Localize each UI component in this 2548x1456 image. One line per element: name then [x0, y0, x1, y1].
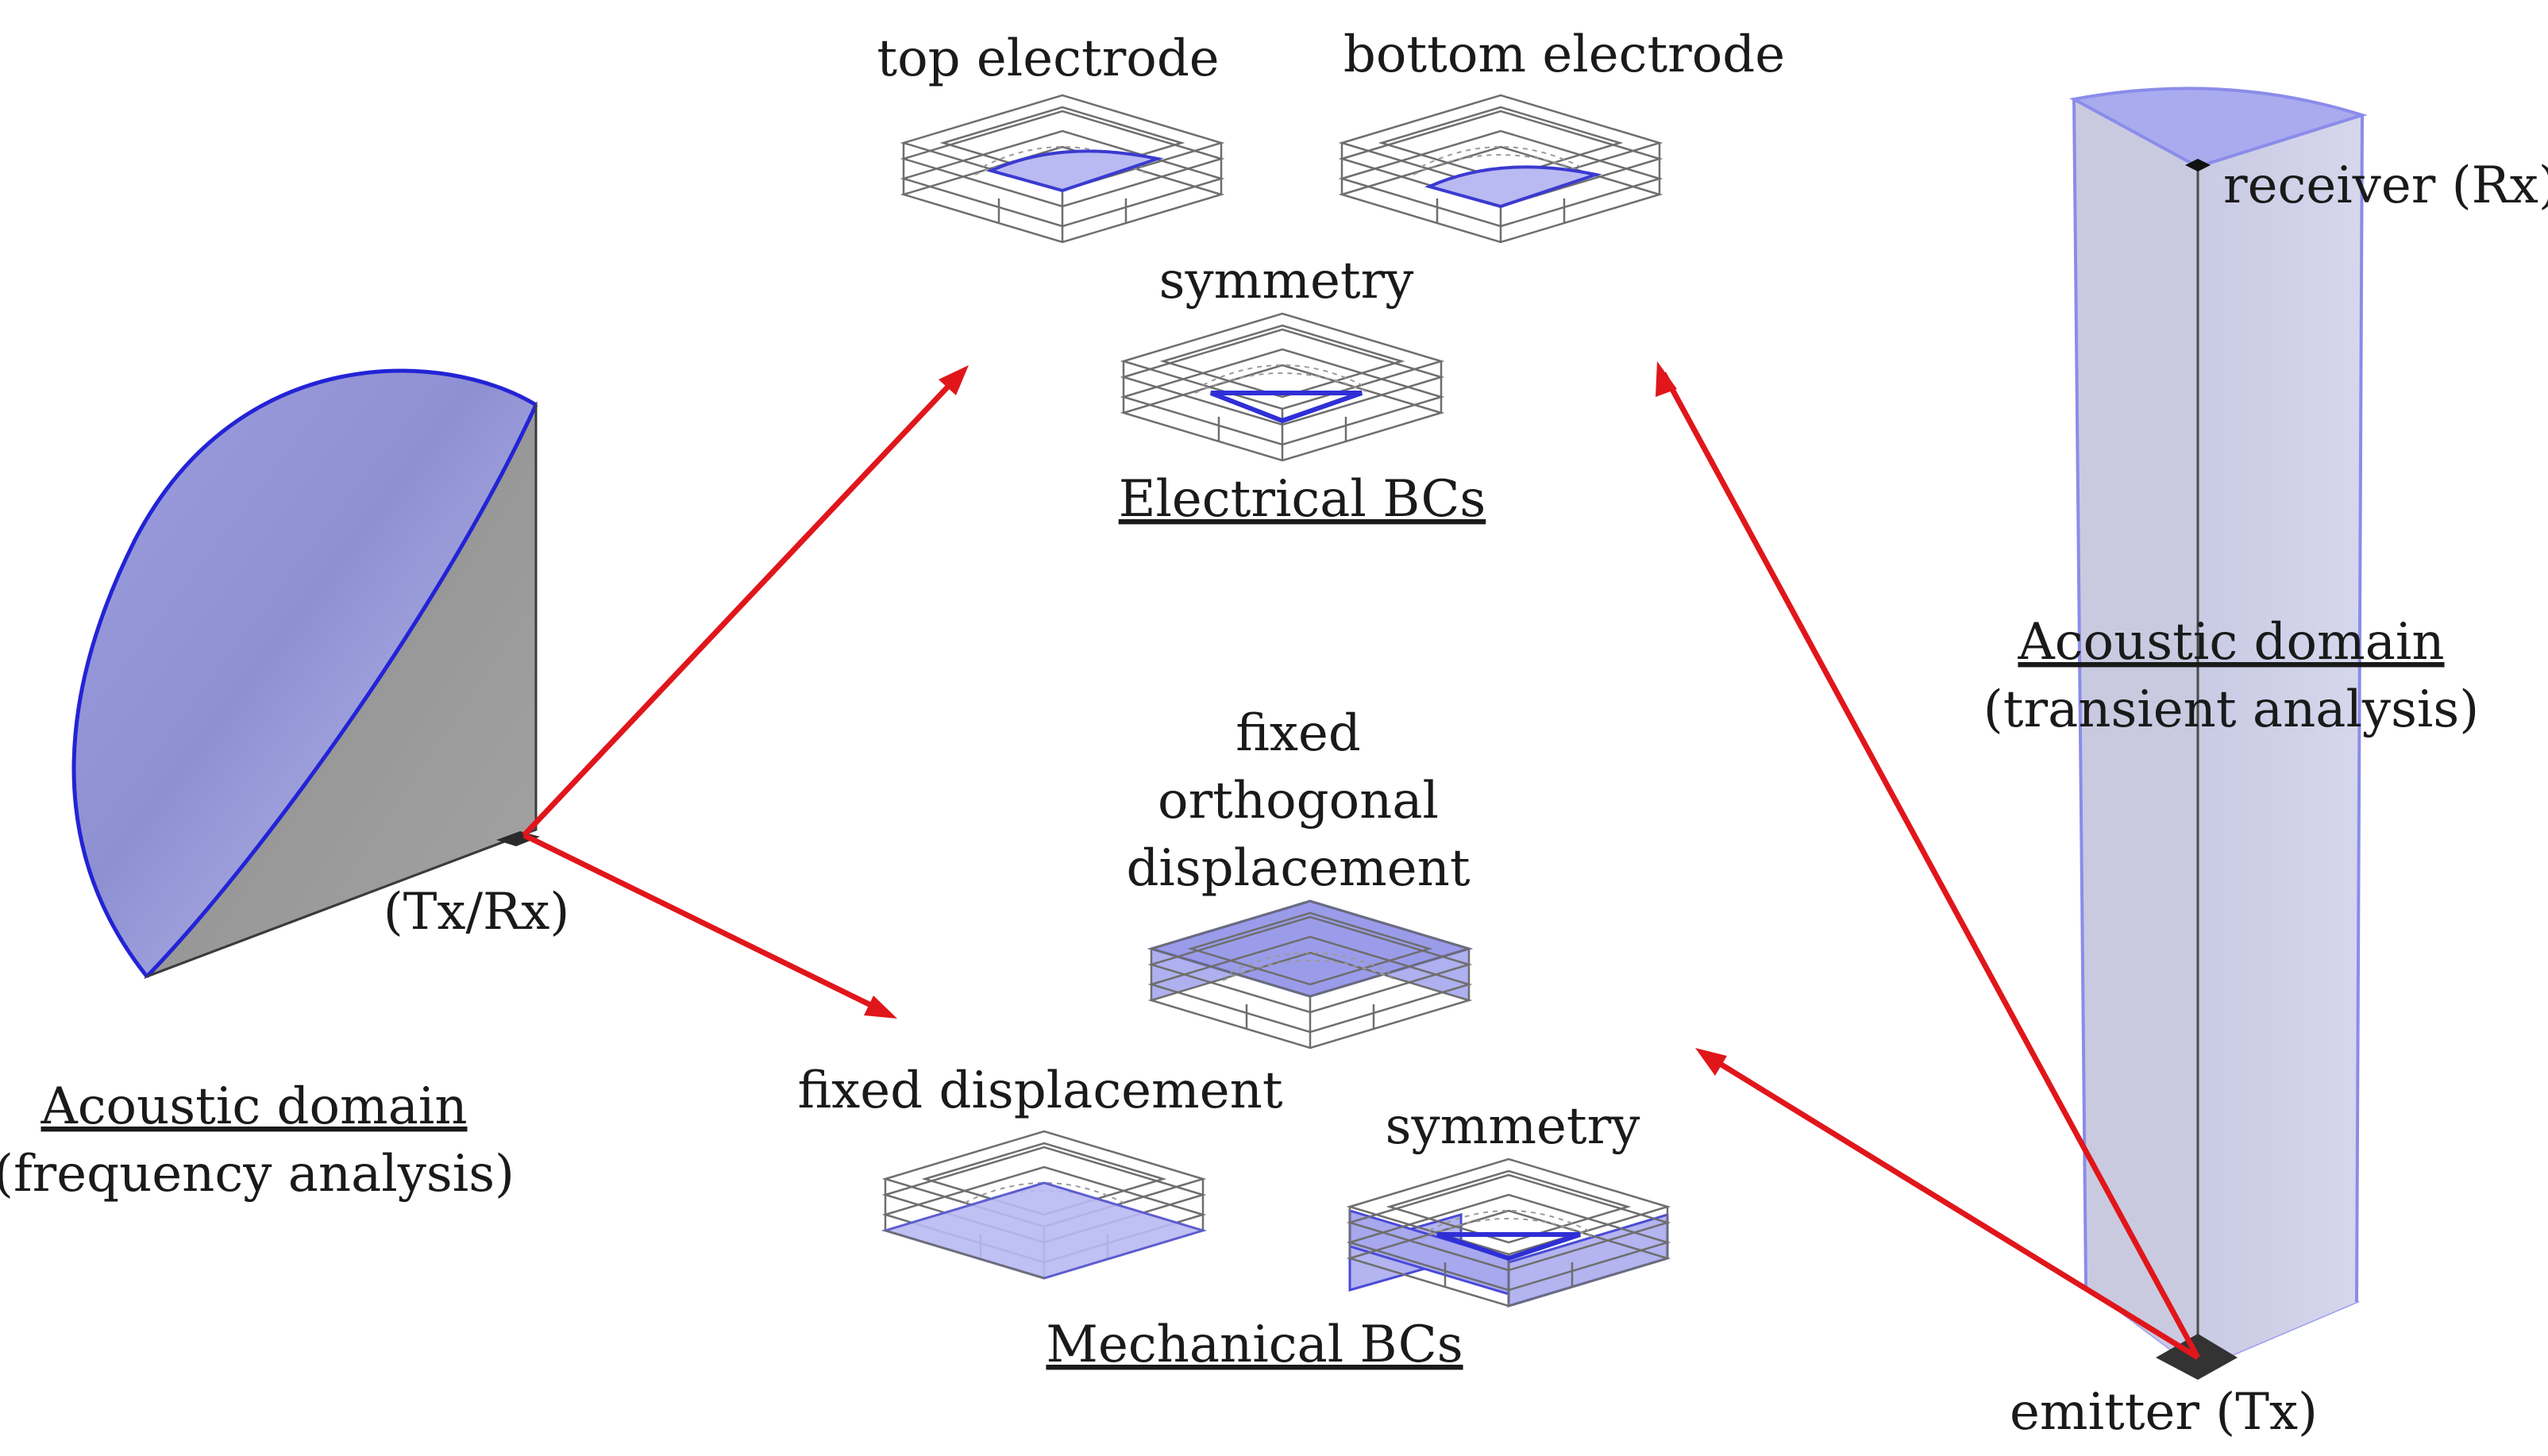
top-electrode-block [902, 94, 1223, 244]
fixed-orthogonal-label-line3: displacement [1126, 839, 1470, 898]
transient-analysis-label: (transient analysis) [1983, 680, 2479, 739]
acoustic-domain-left-heading: Acoustic domain [40, 1077, 467, 1136]
electrical-bcs-heading: Electrical BCs [1119, 470, 1486, 529]
fixed-orthogonal-displacement-block [1147, 899, 1474, 1050]
electrical-symmetry-block [1122, 312, 1443, 462]
txrx-label: (Tx/Rx) [384, 883, 570, 942]
frequency-analysis-label: (frequency analysis) [0, 1145, 515, 1204]
transient-domain-column [2069, 87, 2368, 1380]
fixed-orthogonal-label-line2: orthogonal [1158, 772, 1439, 830]
frequency-domain-quarter-dome [71, 368, 540, 980]
acoustic-domain-right-heading: Acoustic domain [2017, 613, 2444, 672]
arrow-to-mechanical-left [522, 832, 887, 1015]
receiver-label: receiver (Rx) [2223, 156, 2548, 215]
bottom-electrode-label: bottom electrode [1343, 25, 1785, 84]
fixed-displacement-block [881, 1130, 1208, 1280]
bottom-electrode-block [1340, 94, 1661, 244]
emitter-label: emitter (Tx) [2010, 1383, 2318, 1442]
top-electrode-label: top electrode [877, 29, 1219, 88]
fixed-displacement-label: fixed displacement [797, 1061, 1282, 1120]
arrow-to-mechanical-right [1706, 1053, 2199, 1360]
electrical-symmetry-label: symmetry [1159, 252, 1414, 310]
arrow-to-electrical-right [1660, 372, 2201, 1359]
arrow-to-electrical-left [522, 371, 963, 838]
fixed-orthogonal-label-line1: fixed [1235, 704, 1361, 763]
mechanical-symmetry-label: symmetry [1386, 1097, 1640, 1156]
receiver-marker [2185, 159, 2211, 171]
mechanical-symmetry-block [1348, 1157, 1669, 1308]
arrows [522, 361, 2201, 1360]
mechanical-bcs-heading: Mechanical BCs [1046, 1315, 1463, 1374]
